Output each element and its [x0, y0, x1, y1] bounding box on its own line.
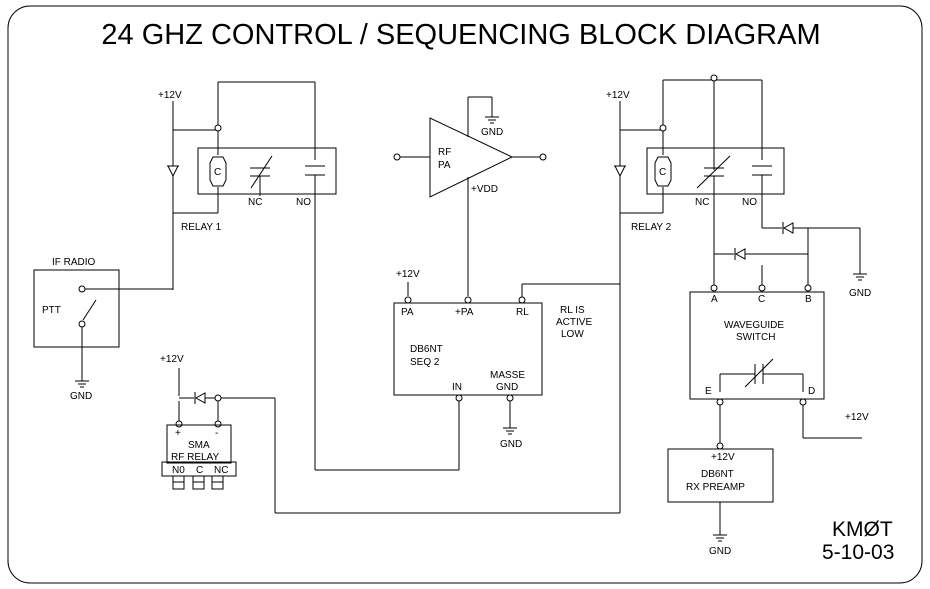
relay2-coil — [654, 156, 672, 187]
rl-note-2: ACTIVE — [556, 317, 592, 328]
relay2-supply-label: +12V — [606, 90, 630, 101]
preamp-supply-pin — [716, 442, 724, 450]
relay-2: +12V C NC NO RELAY 2 — [606, 74, 785, 513]
if-radio: IF RADIO PTT GND — [33, 257, 173, 402]
relay1-coil — [209, 156, 227, 187]
sma-label-1: SMA — [188, 440, 210, 451]
sma-minus-label: - — [215, 428, 218, 439]
author-callsign: KMØT — [832, 518, 893, 541]
relay2-top-node — [710, 74, 718, 82]
sma-c-label: C — [196, 465, 203, 476]
rf-pa-gnd-label: GND — [481, 127, 503, 138]
sma-relay-box — [166, 424, 232, 464]
relay1-common-node — [214, 124, 222, 132]
seq-name-2: SEQ 2 — [410, 357, 440, 368]
wg-c-pin — [758, 284, 766, 292]
relay2-common-node — [659, 124, 667, 132]
rf-pa-vdd-label: +VDD — [471, 184, 498, 195]
if-radio-box — [33, 269, 120, 348]
relay1-nc-label: NC — [248, 197, 262, 208]
rf-pa-pa-label: PA — [438, 160, 451, 171]
if-radio-label: IF RADIO — [52, 257, 96, 268]
seq-name-1: DB6NT — [410, 344, 443, 355]
sma-nc-label: NC — [214, 465, 228, 476]
seq-rl-pin — [518, 296, 526, 304]
sma-no-label: N0 — [172, 465, 185, 476]
relay2-body — [646, 147, 785, 195]
wg-a-label: A — [711, 294, 718, 305]
sequencer: +12V PA +PA RL DB6NT SEQ 2 IN MASSE GND … — [315, 269, 620, 471]
ptt-contact-top — [78, 285, 86, 293]
rf-pa-input — [393, 153, 401, 161]
seq-ppa-pin — [464, 296, 472, 304]
relay1-body — [197, 147, 337, 195]
if-radio-gnd-label: GND — [70, 391, 92, 402]
relay1-coil-label: C — [214, 167, 221, 178]
wg-d-pin — [799, 398, 807, 406]
sma-node — [214, 394, 222, 402]
wg-b-label: B — [805, 294, 812, 305]
seq-rl-label: RL — [516, 307, 529, 318]
seq-pa-label: PA — [401, 307, 414, 318]
relay1-no-label: NO — [296, 197, 311, 208]
seq-masse-label: MASSE — [490, 370, 525, 381]
wg-label-2: SWITCH — [736, 332, 775, 343]
rf-pa-output — [539, 153, 547, 161]
ptt-label: PTT — [42, 305, 61, 316]
seq-gnd-pin — [506, 394, 514, 402]
waveguide-switch: GND A C B WAVEGUIDE SWITCH E D +12V — [689, 222, 871, 443]
author-date: 5-10-03 — [822, 541, 894, 564]
ptt-contact-bottom — [78, 320, 86, 328]
sma-rf-relay: +12V + - SMA RF RELAY N0 C NC — [160, 354, 620, 514]
wg-d-supply-label: +12V — [845, 412, 869, 423]
relay2-nc-label: NC — [695, 197, 709, 208]
relay2-label: RELAY 2 — [631, 222, 672, 233]
wg-gnd-label: GND — [849, 288, 871, 299]
rf-pa: RF PA GND +VDD — [393, 96, 547, 296]
relay2-coil-label: C — [659, 167, 666, 178]
seq-gnd-pin-label: GND — [496, 382, 518, 393]
sma-plus-label: + — [175, 428, 181, 439]
sma-supply-label: +12V — [160, 354, 184, 365]
preamp-gnd-label: GND — [709, 546, 731, 557]
rf-pa-rf-label: RF — [438, 147, 451, 158]
seq-in-pin — [455, 394, 463, 402]
diagram-title: 24 GHZ CONTROL / SEQUENCING BLOCK DIAGRA… — [101, 19, 820, 51]
rf-pa-triangle — [429, 117, 514, 198]
wg-a-pin — [710, 284, 718, 292]
seq-gnd-label: GND — [500, 439, 522, 450]
relay1-supply-label: +12V — [158, 90, 182, 101]
seq-pa-pin — [404, 296, 412, 304]
relay2-no-label: NO — [742, 197, 757, 208]
rl-note-3: LOW — [561, 329, 584, 340]
sma-minus-pin — [214, 420, 222, 428]
wg-label-1: WAVEGUIDE — [724, 320, 784, 331]
preamp-supply-label: +12V — [711, 452, 735, 463]
preamp-label-2: RX PREAMP — [686, 482, 745, 493]
sma-label-2: RF RELAY — [171, 452, 219, 463]
rl-note-1: RL IS — [560, 305, 585, 316]
rx-preamp: +12V DB6NT RX PREAMP GND — [667, 442, 774, 557]
wg-d-label: D — [808, 386, 815, 397]
wg-e-label: E — [705, 386, 712, 397]
wg-e-pin — [716, 398, 724, 406]
relay1-label: RELAY 1 — [181, 222, 222, 233]
seq-in-label: IN — [452, 382, 462, 393]
page-frame — [7, 5, 923, 584]
relay-1: +12V C NC NO RELAY 1 — [158, 81, 337, 470]
preamp-label-1: DB6NT — [701, 469, 734, 480]
seq-supply-label: +12V — [396, 269, 420, 280]
wg-b-pin — [804, 284, 812, 292]
sma-plus-pin — [175, 420, 183, 428]
wg-c-label: C — [758, 294, 765, 305]
waveguide-switch-box — [689, 291, 825, 400]
seq-ppa-label: +PA — [455, 307, 474, 318]
